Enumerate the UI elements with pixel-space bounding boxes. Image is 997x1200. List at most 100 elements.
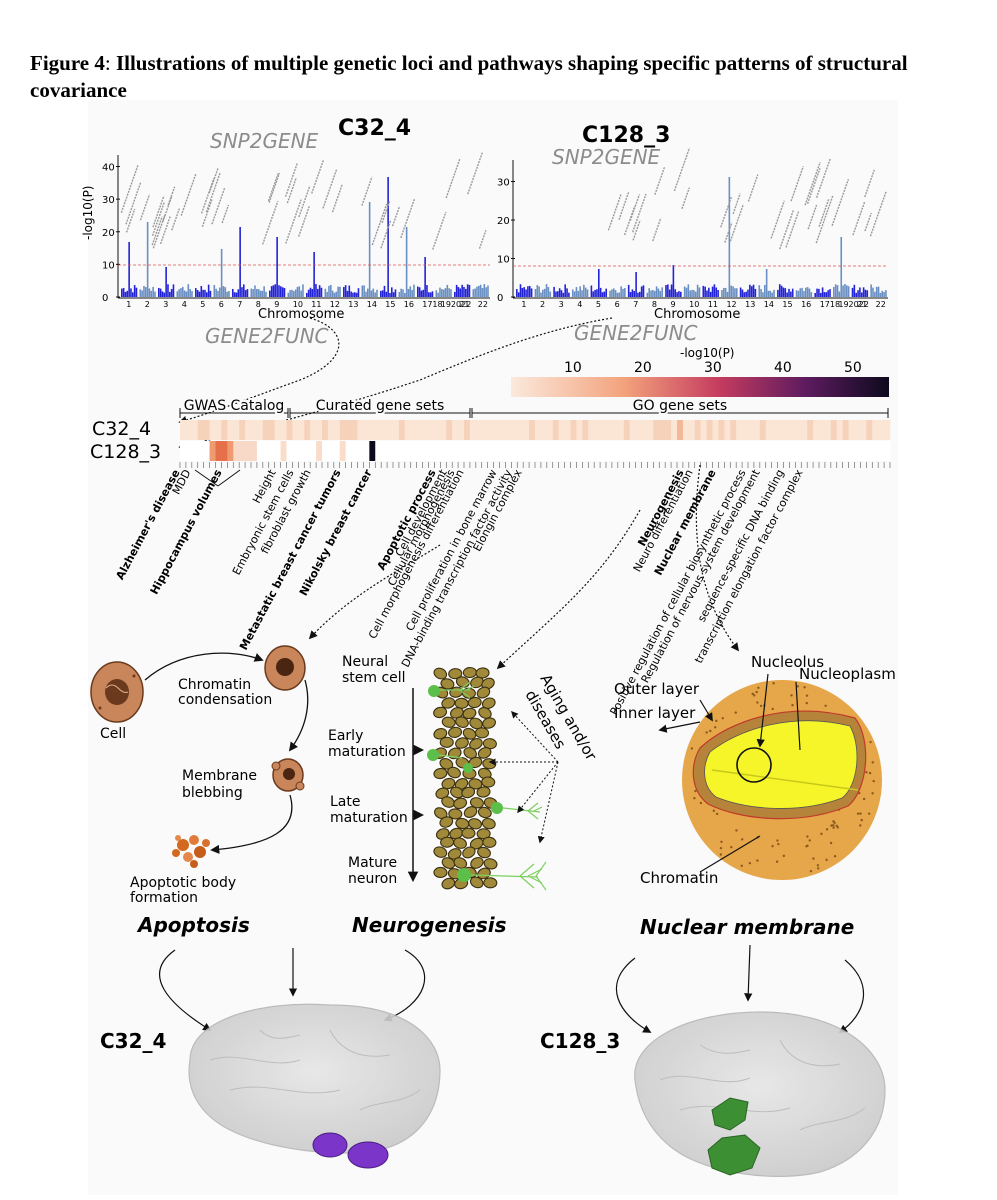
heatmap-cell [517,420,524,440]
snp-point-column [461,284,463,297]
heatmap-cell [464,441,471,461]
heatmap-cell [481,420,488,440]
heatmap-cell [304,441,311,461]
chromosome-tick-label: 10 [689,300,699,309]
gene2func-right: GENE2FUNC [574,321,698,345]
heatmap-cell [872,420,879,440]
nucleus-label-outer-layer: Outer layer [614,680,700,698]
snp-point-column [782,287,785,297]
stage-label-late-maturation: maturation [330,810,408,826]
snp-point-column [189,288,191,297]
heatmap-cell [440,420,447,440]
chromatin-dot [790,694,793,697]
gene-annotation [804,161,821,206]
snp-point-column [313,252,315,297]
snp-point-column [530,288,533,297]
gene-annotation [151,201,165,236]
snp-point-column [803,291,805,297]
heatmap-cell [789,441,796,461]
figure-caption: Figure 4: Illustrations of multiple gene… [30,50,980,104]
neural-cell [453,797,468,810]
stage-label-late: Late [330,794,360,810]
snp-point-column [747,289,749,297]
heatmap-cell [771,420,778,440]
neural-cell [433,866,448,879]
snp-point-column [818,288,820,297]
snp-point-column [232,288,234,297]
snp-point-column [487,285,489,297]
heatmap-cell [582,420,589,440]
snp-point-column [429,292,432,297]
gene-annotation [815,158,832,198]
heatmap-cell [824,441,832,461]
snp-point-column [281,287,284,297]
heatmap-cell [523,441,530,461]
chromatin-dot [872,779,875,783]
heatmap-cell [588,441,595,461]
gene-annotation [125,208,136,233]
snp-point-column [814,292,816,297]
chromatin-dot [694,789,697,793]
snp-point-column [687,284,690,297]
snp-point-column [624,288,626,297]
snp-point-column [296,286,299,297]
heatmap-cell [197,420,204,440]
heatmap-cell [221,441,228,461]
chromatin-dot [690,747,694,750]
heatmap-cell [256,441,264,461]
chromatin-dot [817,867,820,870]
chromatin-dot [751,692,754,696]
chromatin-dot [805,694,809,697]
gene-annotation [371,203,388,246]
snp-point-column [328,285,330,297]
heatmap-cell [369,441,376,461]
manhattan-left-points [121,177,489,297]
snp-point-column [183,290,186,297]
snp-point-column [372,288,375,297]
gene-annotation [807,204,818,230]
heatmap-cell [529,441,536,461]
snp-point-column [579,286,581,297]
neural-cell [441,777,456,790]
colorbar-tick-label: 10 [564,360,582,376]
snp-point-column [381,290,384,297]
snp-point-column [821,287,824,297]
heatmap-cell [209,420,216,440]
heatmap-cell [280,441,287,461]
neural-cell [477,867,491,880]
heatmap-cell [564,441,571,461]
snp-point-column [581,290,583,297]
heatmap-cell [387,441,394,461]
snp-point-column [683,286,686,297]
snp-point-column [220,249,223,297]
snp-point-column [553,286,555,297]
gene-annotation [221,204,230,224]
snp-point-column [795,290,798,297]
chromatin-dot [832,823,835,827]
snp-point-column [528,285,531,297]
neural-cell [468,778,483,790]
snp-point-column [270,286,273,297]
heatmap-cell [688,441,696,461]
snp-point-column [154,291,156,297]
neural-cell [477,846,491,859]
snp-point-column [724,287,727,297]
gene-annotation [120,165,139,213]
snp-point-column [840,237,843,297]
heatmap-cell [469,420,477,440]
manhattan-right-points [516,177,887,297]
heatmap-cell [718,441,725,461]
snp-point-column [575,287,578,297]
chromatin-dot [715,812,719,816]
snp-point-column [244,290,247,297]
heatmap-cell [499,441,506,461]
snp-point-column [728,177,731,297]
heatmap-cell [398,420,406,440]
chromatin-dot [809,869,813,873]
snp-point-column [280,286,282,297]
snp-point-column [459,288,462,297]
heatmap-cell [647,420,654,440]
heatmap-cell [452,441,459,461]
colorbar-tick-label: 20 [634,360,652,376]
chromatin-dot [824,704,827,707]
